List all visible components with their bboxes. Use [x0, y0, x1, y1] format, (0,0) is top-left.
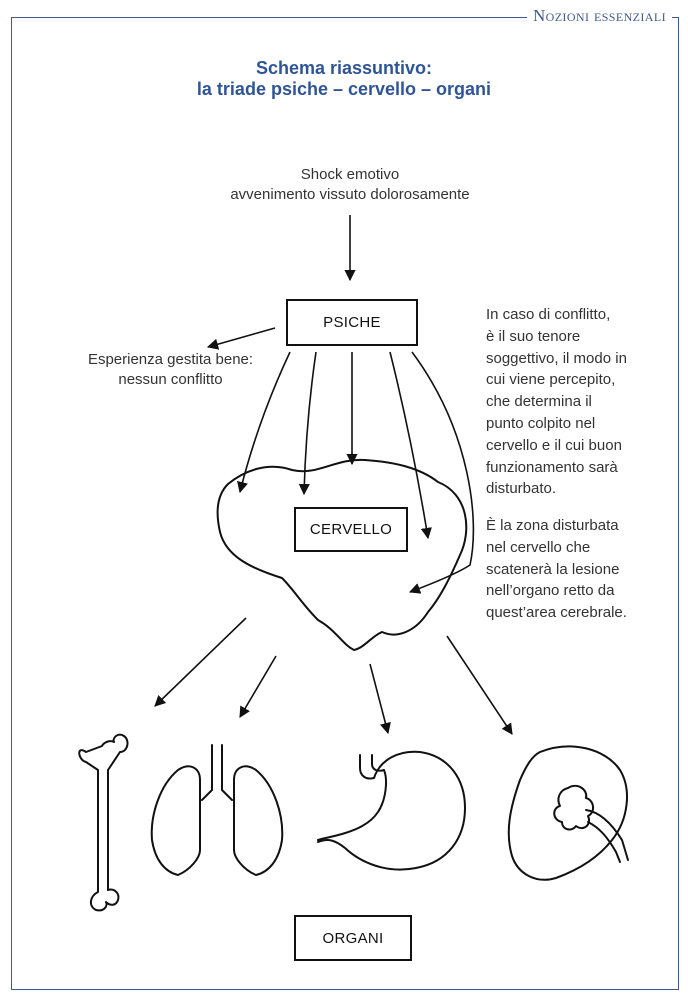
explanation-1-line: funzionamento sarà [486, 458, 618, 476]
arrow-psiche-brain-4 [389, 351, 432, 540]
section-label: Nozioni essenziali [532, 6, 666, 25]
psiche-label: PSICHE [323, 314, 381, 331]
stomach-icon [317, 750, 466, 871]
cervello-box: CERVELLO [294, 507, 408, 552]
explanation-1-line: In caso di conflitto, [486, 306, 611, 323]
explanation-1-line: cui viene percepito, [486, 371, 616, 389]
explanation-2-line: nel cervello che [486, 538, 591, 556]
side-note-line: nessun conflitto [118, 371, 223, 388]
explanation-2-line: scatenerà la lesione [486, 560, 620, 578]
arrow-brain-to-bone [154, 617, 247, 707]
arrow-brain-to-kidney [446, 635, 513, 735]
arrow-brain-to-stomach [369, 663, 391, 735]
cervello-label: CERVELLO [309, 521, 393, 538]
side-note-line: Esperienza gestita bene: [87, 351, 254, 368]
explanation-1-line: disturbato. [486, 480, 557, 498]
trigger-line-1: Shock emotivo [300, 166, 400, 183]
explanation-1-line: cervello e il cui buon [486, 436, 622, 454]
lungs-icon [150, 744, 284, 876]
section-header: Nozioni essenziali [526, 6, 672, 28]
psiche-box: PSICHE [286, 299, 418, 346]
arrow-psiche-brain-5 [408, 351, 475, 594]
explanation-2-line: quest’area cerebrale. [486, 604, 627, 622]
arrow-psiche-brain-1 [237, 351, 291, 494]
kidney-icon [507, 745, 629, 881]
bone-icon [78, 733, 129, 912]
explanation-2-line: nell’organo retto da [486, 582, 615, 600]
arrow-brain-to-lungs [239, 655, 277, 718]
organi-label: ORGANI [322, 929, 384, 947]
explanation-2-line: È la zona disturbata [486, 517, 619, 534]
arrow-psiche-to-note [206, 327, 276, 350]
arrow-psiche-brain-2 [298, 351, 317, 496]
explanation-1-line: punto colpito nel [486, 414, 596, 432]
side-note-text: Esperienza gestita bene: nessun conflitt… [58, 350, 283, 390]
page-frame [11, 17, 679, 990]
diagram-title: Schema riassuntivo: la triade psiche – c… [0, 58, 688, 100]
explanation-1-line: che determina il [486, 393, 592, 411]
trigger-text: Shock emotivo avvenimento vissuto doloro… [150, 165, 550, 205]
explanation-1: In caso di conflitto, è il suo tenore so… [486, 304, 676, 500]
title-line-2: la triade psiche – cervello – organi [196, 79, 492, 99]
organi-box: ORGANI [294, 915, 412, 961]
explanation-1-line: è il suo tenore [486, 327, 581, 345]
explanation-1-line: soggettivo, il modo in [486, 349, 627, 367]
trigger-line-2: avvenimento vissuto dolorosamente [230, 186, 470, 203]
title-line-1: Schema riassuntivo: [255, 58, 433, 78]
explanation-2: È la zona disturbata nel cervello che sc… [486, 515, 676, 624]
brain-outline [216, 458, 468, 652]
